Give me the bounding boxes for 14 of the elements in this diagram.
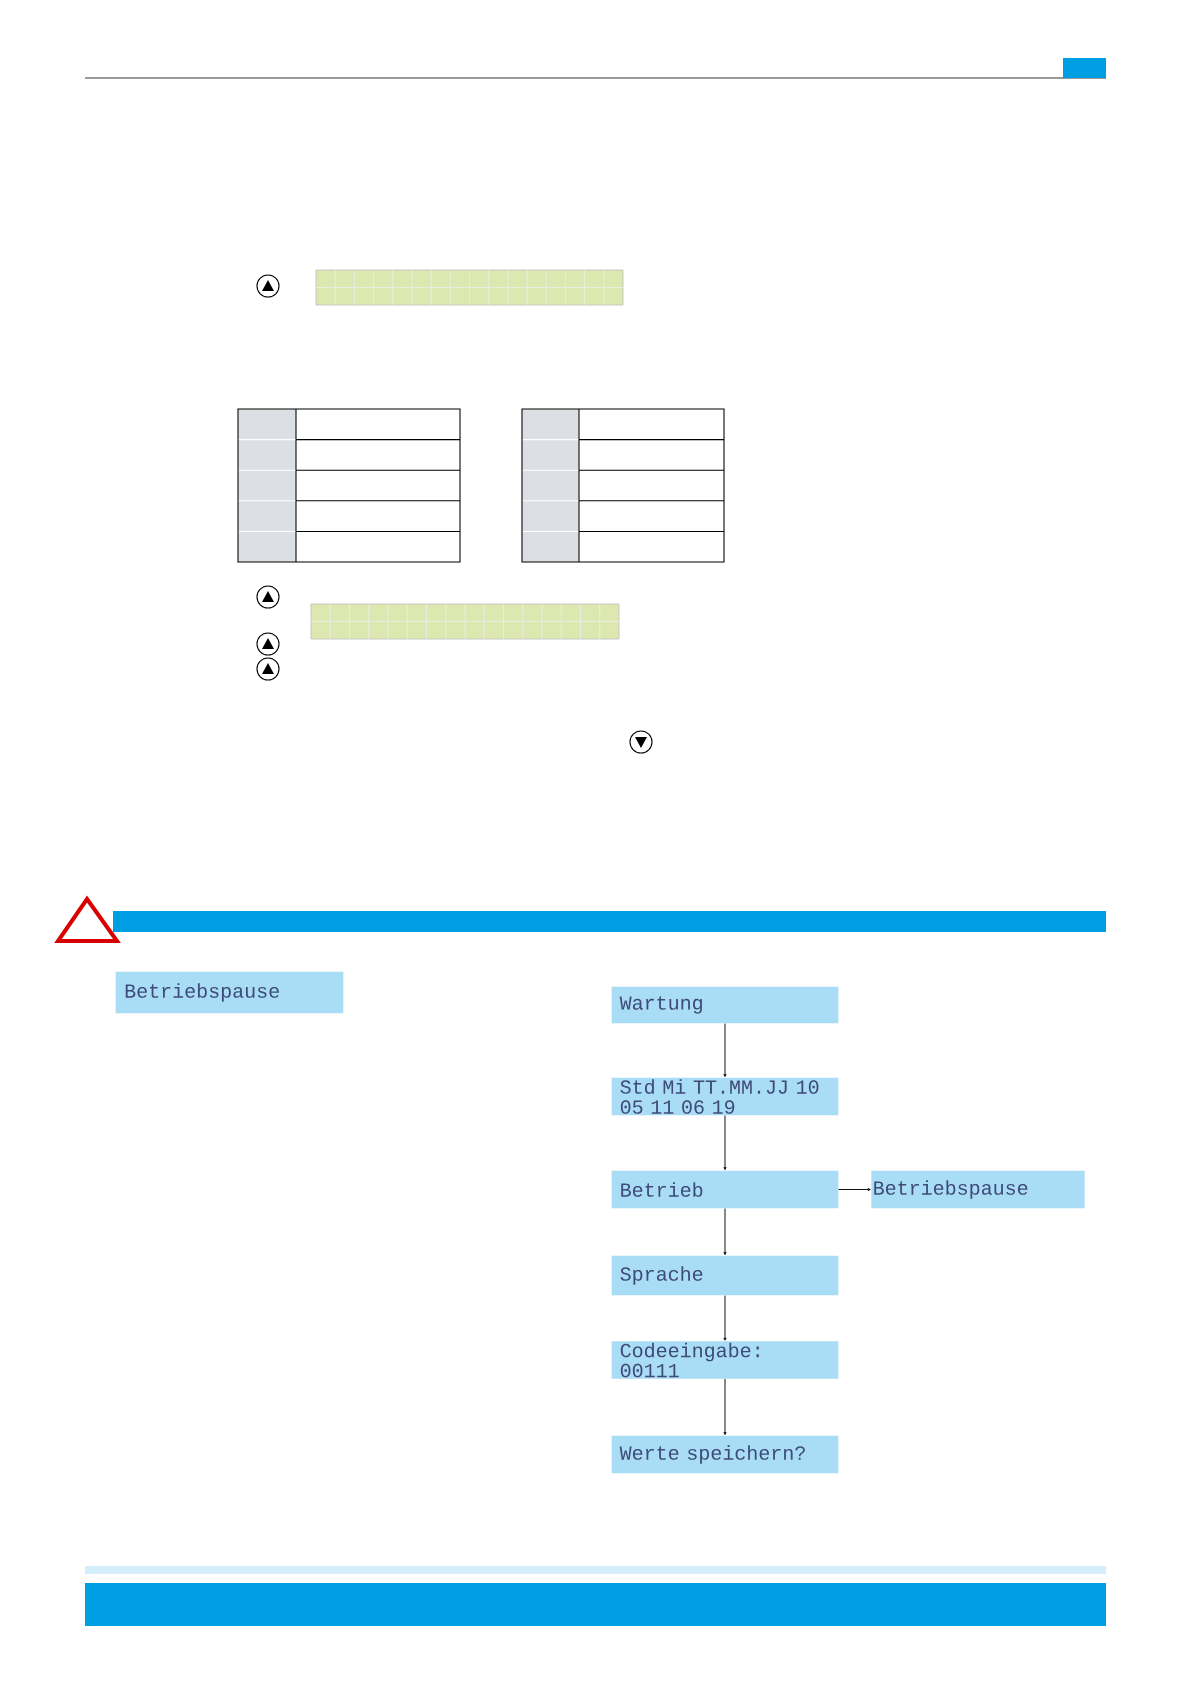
display-screen: Std Mi TT.MM.JJ 10 05 11 06 19 xyxy=(611,1077,839,1116)
connector-line xyxy=(838,1188,871,1192)
display-screen: Wartung xyxy=(611,986,839,1024)
connector-line xyxy=(723,1378,727,1435)
display-screen: Betrieb xyxy=(611,1170,839,1209)
connector-line xyxy=(723,1295,727,1341)
display-screen: Betriebspause xyxy=(115,971,344,1014)
display-screen: Sprache xyxy=(611,1255,839,1296)
display-screen: Codeeingabe: 00111 xyxy=(611,1341,839,1379)
connector-line xyxy=(723,1115,727,1170)
connector-line xyxy=(723,1208,727,1255)
display-screen: Betriebspause xyxy=(871,1170,1085,1209)
display-screen: Werte speichern? xyxy=(611,1435,839,1474)
connector-line xyxy=(723,1023,727,1077)
